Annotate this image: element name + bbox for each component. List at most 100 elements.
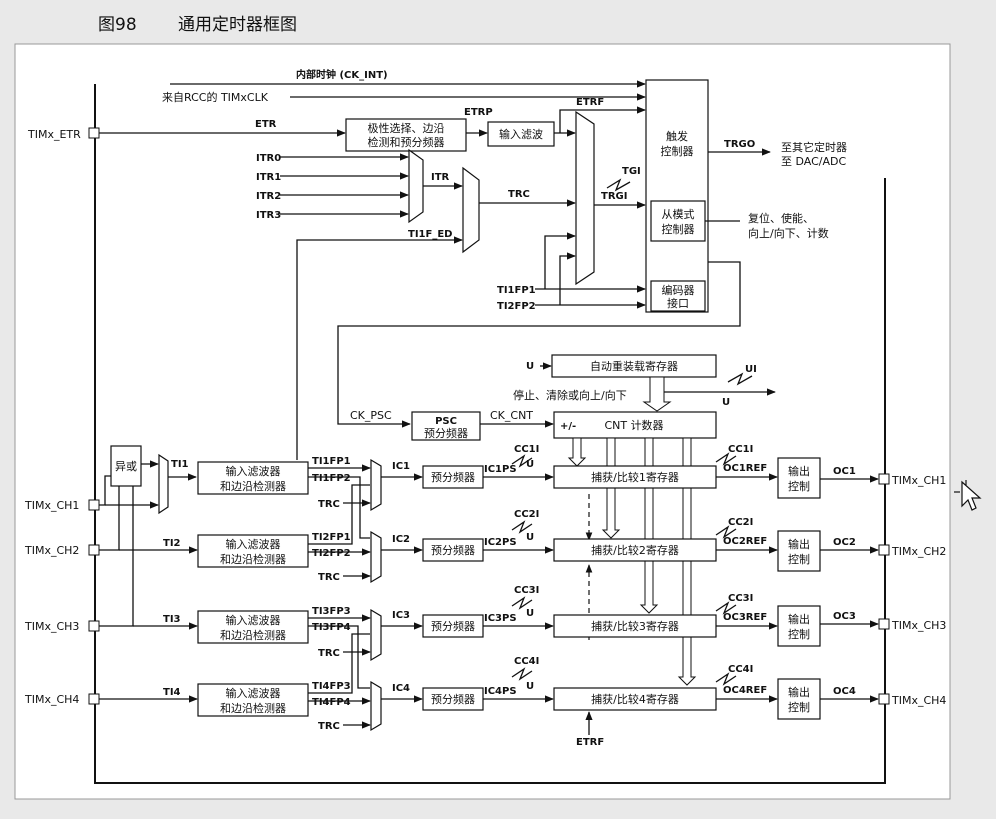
ti3fp4-label: TI3FP4 bbox=[312, 622, 351, 633]
cc4i-out-label: CC4I bbox=[728, 664, 753, 675]
input-filter-label: 输入滤波 bbox=[499, 127, 543, 141]
u-cc2: U bbox=[526, 532, 534, 543]
cc4i-out-zigzag bbox=[715, 672, 737, 686]
ic1-mux bbox=[370, 458, 382, 512]
u-cc4: U bbox=[526, 681, 534, 692]
ti1f-ed-line bbox=[296, 236, 463, 460]
trigger-ctrl-line1: 触发 bbox=[666, 129, 688, 143]
trigger-ctrl-line2: 控制器 bbox=[661, 144, 694, 158]
out3-line2: 控制 bbox=[788, 627, 810, 641]
itr2-label: ITR2 bbox=[256, 191, 281, 202]
ti1fp1-label: TI1FP1 bbox=[312, 456, 351, 467]
filter3-line1: 输入滤波器 bbox=[226, 613, 281, 627]
polarity-block bbox=[345, 118, 467, 152]
cc3-register-label: 捕获/比较3寄存器 bbox=[591, 619, 679, 633]
filter2-line1: 输入滤波器 bbox=[226, 537, 281, 551]
slave-ctrl-line1: 从模式 bbox=[662, 208, 695, 221]
ic2-mux bbox=[370, 530, 382, 584]
oc4-label: OC4 bbox=[833, 686, 856, 697]
polarity-line1: 极性选择、边沿 bbox=[368, 121, 445, 135]
input-filter-block bbox=[487, 121, 555, 147]
etr-label: ETR bbox=[255, 119, 277, 130]
output-ctrl-1 bbox=[777, 457, 821, 499]
diagram-panel bbox=[14, 43, 951, 800]
oc1-label: OC1 bbox=[833, 466, 856, 477]
etrp-label: ETRP bbox=[464, 107, 493, 118]
ic4ps-label: IC4PS bbox=[484, 686, 517, 697]
itr3-label: ITR3 bbox=[256, 210, 281, 221]
pin-etr-label: TIMx_ETR bbox=[27, 128, 81, 141]
ck-psc-line bbox=[337, 261, 741, 428]
ic3ps-label: IC3PS bbox=[484, 613, 517, 624]
encoder-line1: 编码器 bbox=[662, 283, 695, 297]
out4-line1: 输出 bbox=[788, 685, 810, 699]
xor-block bbox=[110, 445, 142, 487]
oc2-label: OC2 bbox=[833, 537, 856, 548]
ic2ps-label: IC2PS bbox=[484, 537, 517, 548]
ti1-label: TI1 bbox=[171, 459, 189, 470]
ic2-label: IC2 bbox=[392, 534, 410, 545]
out4-line2: 控制 bbox=[788, 700, 810, 714]
psc-block bbox=[411, 411, 481, 441]
cc1-register-label: 捕获/比较1寄存器 bbox=[591, 470, 679, 484]
itr1-label: ITR1 bbox=[256, 172, 281, 183]
etrf-label: ETRF bbox=[576, 97, 604, 108]
ic3-label: IC3 bbox=[392, 610, 410, 621]
ti1fp2-label: TI1FP2 bbox=[312, 473, 351, 484]
filter-block-2 bbox=[197, 534, 309, 568]
ti3fp4-cross bbox=[308, 625, 370, 689]
ui-zigzag bbox=[727, 372, 753, 386]
ti2-label: TI2 bbox=[163, 538, 181, 549]
trc-ch4-label: TRC bbox=[318, 721, 340, 732]
ti3fp3-label: TI3FP3 bbox=[312, 606, 351, 617]
ck-int-label: 内部时钟 (CK_INT) bbox=[296, 68, 388, 81]
cc2i-in-label: CC2I bbox=[514, 509, 539, 520]
ui-label: UI bbox=[745, 364, 757, 375]
ti2fp2-label: TI2FP2 bbox=[312, 548, 351, 559]
ti1f-ed-label: TI1F_ED bbox=[408, 229, 452, 240]
cc3i-out-label: CC3I bbox=[728, 593, 753, 604]
figure-title: 通用定时器框图 bbox=[178, 15, 297, 35]
cc3i-out-zigzag bbox=[715, 601, 737, 615]
tgi-zigzag bbox=[606, 178, 631, 192]
figure-number: 图98 bbox=[98, 15, 137, 35]
pin-ch3 bbox=[88, 620, 100, 632]
prescaler-4-label: 预分频器 bbox=[431, 692, 475, 706]
filter1-line2: 和边沿检测器 bbox=[220, 479, 286, 493]
trc-mux bbox=[462, 166, 480, 254]
prescaler-1-label: 预分频器 bbox=[431, 470, 475, 484]
ti1-mux bbox=[158, 453, 169, 515]
prescaler-2-label: 预分频器 bbox=[431, 543, 475, 557]
psc-line1: PSC bbox=[435, 416, 457, 427]
cc3i-in-label: CC3I bbox=[514, 585, 539, 596]
pin-ch4-label: TIMx_CH4 bbox=[24, 693, 79, 706]
itr0-label: ITR0 bbox=[256, 153, 281, 164]
cc4i-in-label: CC4I bbox=[514, 656, 539, 667]
encoder-line2: 接口 bbox=[667, 297, 689, 310]
out3-line1: 输出 bbox=[788, 612, 810, 626]
pin-ch2-out-label: TIMx_CH2 bbox=[891, 545, 946, 558]
u-cc3: U bbox=[526, 608, 534, 619]
itr-mux bbox=[408, 148, 424, 224]
out1-line1: 输出 bbox=[788, 464, 810, 478]
ti1fp1-label-top: TI1FP1 bbox=[497, 285, 536, 296]
oc1ref-label: OC1REF bbox=[723, 463, 767, 474]
filter-block-1 bbox=[197, 461, 309, 495]
xor-label: 异或 bbox=[115, 460, 137, 473]
filter3-line2: 和边沿检测器 bbox=[220, 628, 286, 642]
pin-ch2-out bbox=[878, 544, 890, 556]
trc-ch2-label: TRC bbox=[318, 572, 340, 583]
pin-ch3-out bbox=[878, 618, 890, 630]
filter1-line1: 输入滤波器 bbox=[226, 464, 281, 478]
cc2i-out-zigzag bbox=[715, 525, 737, 539]
cc2i-out-label: CC2I bbox=[728, 517, 753, 528]
ti4fp3-label: TI4FP3 bbox=[312, 681, 351, 692]
out2-line2: 控制 bbox=[788, 552, 810, 566]
ti4-label: TI4 bbox=[163, 687, 181, 698]
cc1i-out-zigzag bbox=[715, 452, 737, 466]
ic1ps-label: IC1PS bbox=[484, 464, 517, 475]
pin-ch1-label: TIMx_CH1 bbox=[24, 499, 79, 512]
trgi-mux bbox=[575, 110, 595, 286]
